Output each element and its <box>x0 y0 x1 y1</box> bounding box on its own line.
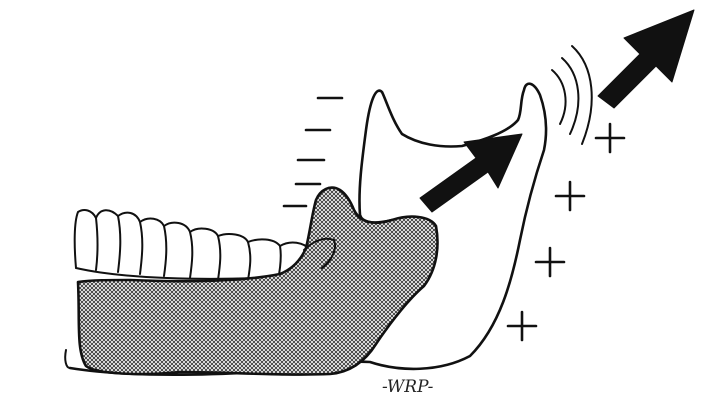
plus-sign <box>536 248 564 276</box>
plus-signs <box>508 124 624 340</box>
artist-signature: -WRP- <box>382 377 434 397</box>
motion-lines <box>552 46 592 144</box>
large-forward-arrow <box>598 10 694 108</box>
teeth-row <box>75 210 310 280</box>
plus-sign <box>508 312 536 340</box>
stippled-mandible <box>78 188 438 375</box>
plus-sign <box>556 182 584 210</box>
plus-sign <box>596 124 624 152</box>
